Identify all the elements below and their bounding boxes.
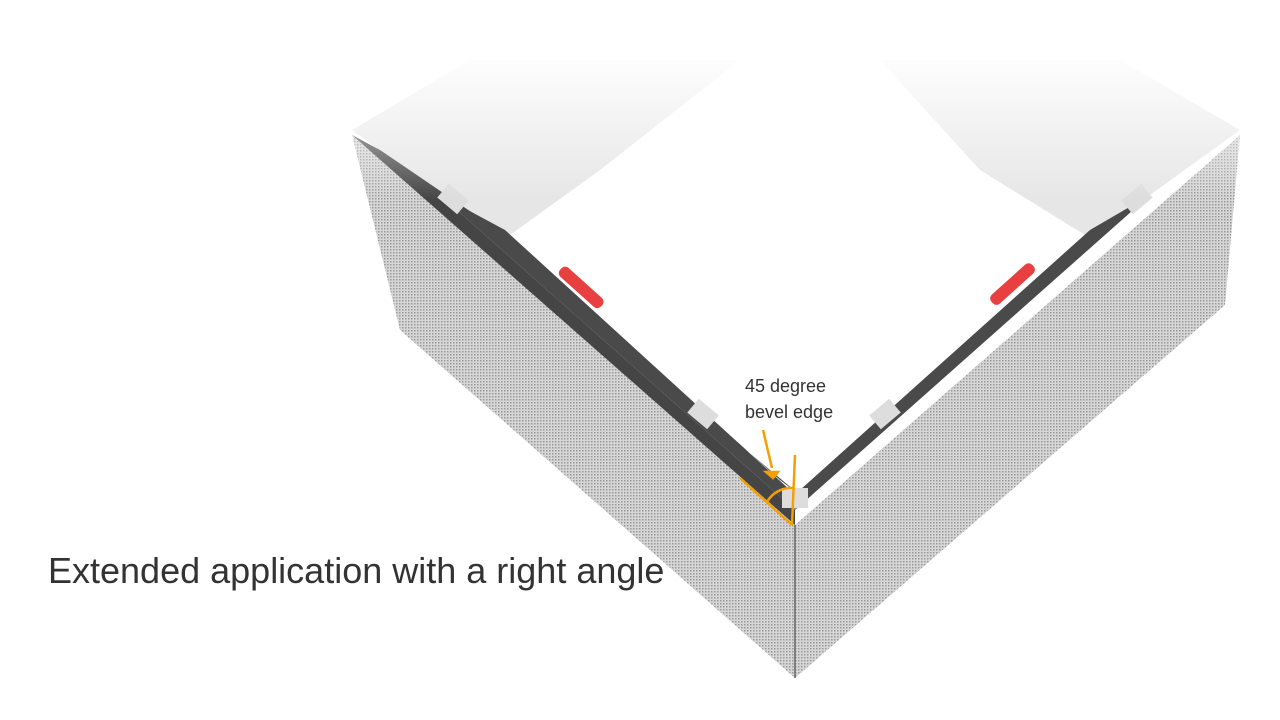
left-frame-top bbox=[440, 195, 795, 510]
annotation-line-2: bevel edge bbox=[745, 402, 834, 422]
right-panel-face bbox=[795, 135, 1240, 678]
right-handle bbox=[990, 263, 1035, 305]
left-handle bbox=[558, 266, 604, 309]
bracket bbox=[687, 398, 719, 430]
caption: Extended application with a right angle bbox=[48, 550, 665, 591]
bevel-annotation-marks bbox=[739, 429, 797, 526]
left-panel-face bbox=[352, 135, 795, 678]
right-frame-top bbox=[795, 195, 1150, 510]
annotation-line-1: 45 degree bbox=[745, 376, 827, 396]
bevel-annotation: 45 degree bevel edge bbox=[745, 373, 833, 425]
left-frame bbox=[352, 135, 800, 525]
corner-bracket bbox=[782, 488, 808, 508]
bracket bbox=[869, 398, 901, 430]
